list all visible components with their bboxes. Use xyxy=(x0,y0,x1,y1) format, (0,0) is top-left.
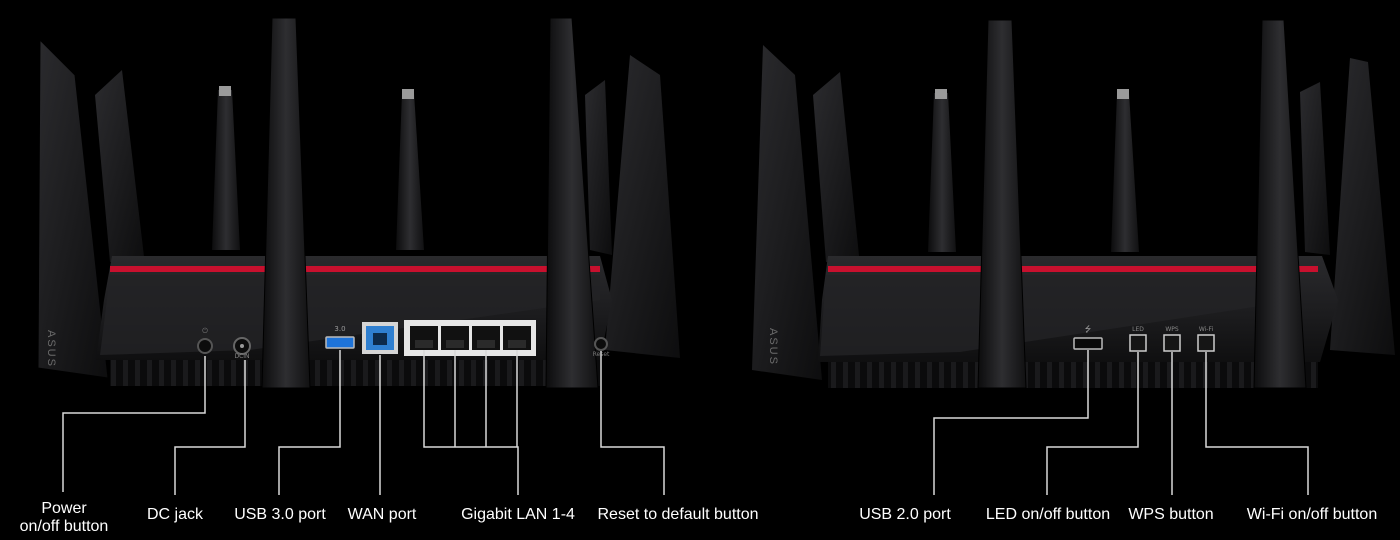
label-lan: Gigabit LAN 1-4 xyxy=(461,506,575,523)
left-router-antenna xyxy=(212,90,240,250)
usb3-port[interactable] xyxy=(325,336,355,349)
wifi-button[interactable] xyxy=(1197,334,1215,352)
power-button-mark: ⏻ xyxy=(202,327,208,335)
left-callout-lines xyxy=(62,350,665,495)
left-router-red-stripe xyxy=(110,266,600,272)
left-router-brand: ASUS xyxy=(45,330,57,368)
label-reset: Reset to default button xyxy=(597,506,759,523)
callout-led xyxy=(1046,352,1139,495)
right-router-fin xyxy=(1330,58,1395,355)
callout-usb3 xyxy=(278,350,341,495)
label-usb2: USB 2.0 port xyxy=(859,506,951,523)
label-led: LED on/off button xyxy=(985,506,1111,523)
power-button[interactable] xyxy=(197,338,213,354)
lan-port[interactable] xyxy=(410,326,438,350)
right-router-antenna-tip xyxy=(935,89,947,99)
lan-port[interactable] xyxy=(472,326,500,350)
wifi-mark: Wi-Fi xyxy=(1199,326,1214,333)
right-router-fin xyxy=(1300,82,1330,255)
label-power: Power on/off button xyxy=(8,500,120,536)
callout-reset xyxy=(600,351,665,495)
right-router-red-stripe xyxy=(828,266,1318,272)
right-router-antenna-tip xyxy=(1117,89,1129,99)
left-router-antenna xyxy=(261,17,311,389)
lan-port[interactable] xyxy=(441,326,469,350)
right-router-vents xyxy=(828,362,1318,388)
right-router-antenna xyxy=(1111,93,1139,252)
callout-dc xyxy=(174,360,246,495)
led-button[interactable] xyxy=(1129,334,1147,352)
usb3-mark: 3.0 xyxy=(334,325,345,333)
callout-usb2 xyxy=(933,350,1089,495)
right-router-antenna xyxy=(928,93,956,252)
dc-jack-pin xyxy=(240,344,244,348)
right-router-antenna xyxy=(977,19,1027,389)
led-mark: LED xyxy=(1132,326,1144,333)
right-router-antenna xyxy=(1253,19,1307,389)
dc-jack-mark: DCIN xyxy=(234,353,249,360)
label-power-line2: on/off button xyxy=(19,518,109,535)
wan-port-socket xyxy=(373,333,387,345)
label-wifi: Wi-Fi on/off button xyxy=(1246,506,1378,523)
left-router-antenna xyxy=(545,17,599,389)
right-router-body-facet xyxy=(820,275,1300,356)
usb2-mark: ⭍ xyxy=(1085,325,1092,334)
label-usb3: USB 3.0 port xyxy=(234,506,326,523)
right-router-fin xyxy=(813,72,860,265)
label-dc-jack: DC jack xyxy=(146,506,203,523)
lan-port[interactable] xyxy=(503,326,531,350)
usb2-port[interactable] xyxy=(1073,337,1103,350)
left-router-body-facet xyxy=(100,275,600,355)
right-router: ASUS ⭍ LED WPS Wi-Fi xyxy=(752,19,1395,389)
left-router-vents xyxy=(110,360,600,386)
left-router-antenna-tip xyxy=(219,86,231,96)
left-router-fin xyxy=(95,70,145,265)
callout-wifi xyxy=(1205,352,1309,495)
left-router-fin xyxy=(585,80,612,255)
right-callout-lines xyxy=(933,350,1309,495)
right-router-brand: ASUS xyxy=(767,328,779,366)
left-router-antenna-tip xyxy=(402,89,414,99)
callout-lan xyxy=(423,350,519,495)
callout-power xyxy=(62,356,206,492)
label-wan: WAN port xyxy=(347,506,417,523)
wps-mark: WPS xyxy=(1165,326,1179,333)
label-power-line1: Power xyxy=(41,500,87,517)
left-router-fin xyxy=(605,55,680,358)
left-router-fin xyxy=(37,38,109,379)
reset-button[interactable] xyxy=(594,337,608,351)
label-wps: WPS button xyxy=(1128,506,1214,523)
right-router-fin xyxy=(752,45,822,380)
left-router: ASUS ⏻ DCIN 3.0 Reset xyxy=(37,17,680,389)
wps-button[interactable] xyxy=(1163,334,1181,352)
left-router-antenna xyxy=(396,93,424,250)
